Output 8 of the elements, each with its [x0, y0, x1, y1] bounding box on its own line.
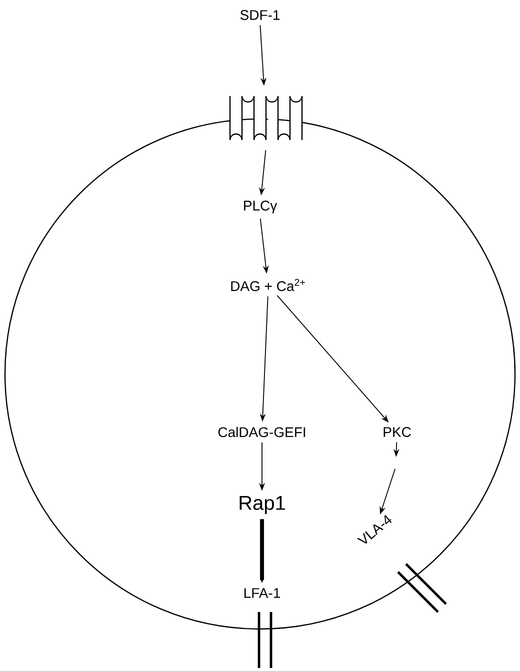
- protein-label: LFA-1: [244, 588, 280, 598]
- protein-label: CalDAG-GEFI: [218, 426, 306, 438]
- protein-label: SDF-1: [240, 10, 280, 20]
- protein-label: PLCγ: [244, 200, 278, 214]
- protein-label: DAG + Ca$^{2+}$: [231, 278, 305, 292]
- receptor-coil: [229, 95, 303, 141]
- protein-label: Rap1: [240, 496, 285, 514]
- protein-label: PKC: [384, 427, 411, 437]
